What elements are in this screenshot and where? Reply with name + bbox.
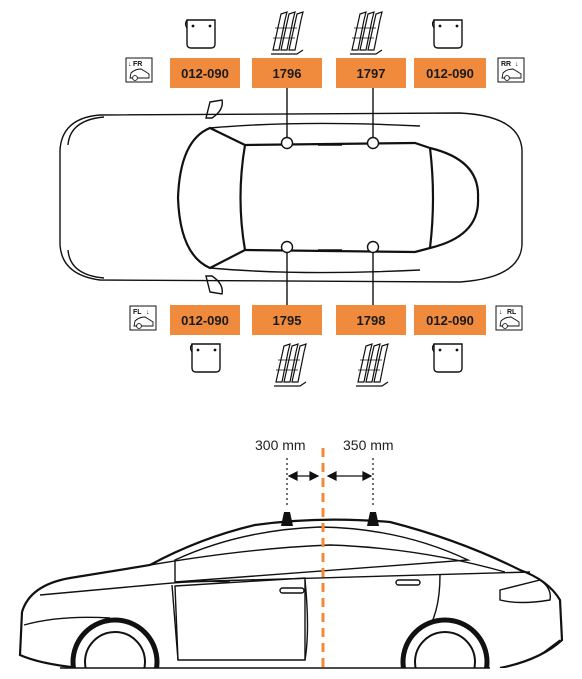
svg-text:1797: 1797 [357, 66, 386, 81]
corner-marker-front-right: FR ↓ [125, 57, 153, 83]
svg-text:012-090: 012-090 [426, 313, 474, 328]
dimension-lines [286, 458, 374, 508]
side-view: 300 mm 350 mm [0, 437, 582, 679]
fitting-points [280, 88, 380, 305]
part-label-box: 1795 [252, 305, 322, 335]
pad-icon [189, 343, 221, 373]
corner-marker-rear-left: RL ↓ [495, 305, 523, 331]
corner-marker-rear-right: RR ↓ [497, 57, 525, 83]
foot-icon [349, 11, 383, 55]
svg-text:FR: FR [133, 61, 142, 68]
svg-text:RL: RL [507, 309, 517, 316]
dimension-rear-label: 350 mm [343, 437, 394, 453]
svg-text:↓: ↓ [515, 61, 519, 68]
svg-text:FL: FL [133, 309, 142, 316]
pad-icon [184, 19, 216, 49]
corner-marker-front-left: FL ↓ [129, 305, 157, 331]
svg-text:012-090: 012-090 [181, 313, 229, 328]
dimension-front-label: 300 mm [255, 437, 306, 453]
pad-icon [431, 343, 463, 373]
svg-text:↓: ↓ [499, 309, 503, 316]
svg-text:1796: 1796 [273, 66, 302, 81]
foot-icon [270, 11, 304, 55]
roof-foot-rear [367, 512, 379, 526]
front-wheel [70, 617, 160, 679]
roof-foot-front [281, 512, 293, 526]
svg-text:1798: 1798 [357, 313, 386, 328]
part-label-box: 012-090 [170, 305, 240, 335]
svg-text:012-090: 012-090 [426, 66, 474, 81]
foot-icon [355, 343, 389, 387]
pad-icon [431, 19, 463, 49]
part-label-box: 1798 [336, 305, 406, 335]
svg-text:012-090: 012-090 [181, 66, 229, 81]
car-side-outline [18, 518, 564, 670]
foot-icon [273, 343, 307, 387]
car-top-outline [59, 99, 523, 295]
top-view: FR ↓ RR ↓ 012-090 1796 1797 012-090 [59, 11, 525, 387]
part-label-box: 1797 [336, 58, 406, 88]
part-label-box: 012-090 [414, 305, 486, 335]
rear-wheel [400, 617, 490, 679]
part-label-box: 1796 [252, 58, 322, 88]
svg-text:1795: 1795 [273, 313, 302, 328]
svg-text:RR: RR [501, 61, 511, 68]
part-label-box: 012-090 [414, 58, 486, 88]
svg-text:↓: ↓ [128, 61, 132, 68]
svg-text:↓: ↓ [146, 309, 150, 316]
part-label-box: 012-090 [170, 58, 240, 88]
